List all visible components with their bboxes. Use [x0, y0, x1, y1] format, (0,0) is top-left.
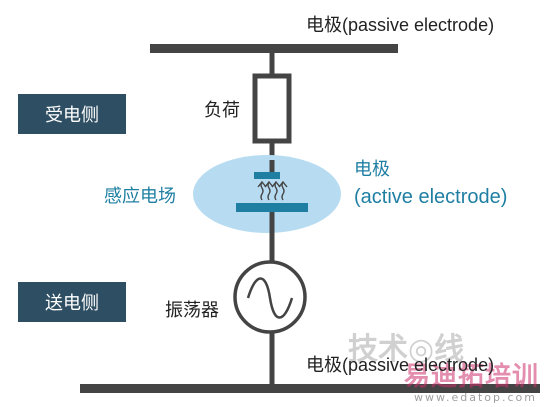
load-resistor [252, 73, 292, 144]
top-electrode-en: (passive electrode) [342, 15, 495, 35]
active-electrode-cn: 电极 [354, 159, 390, 180]
watermark-brand: 易迪拓培训 [404, 362, 540, 392]
field-arrows-icon [257, 180, 288, 201]
upper-plate [254, 172, 280, 179]
top-electrode-cn: 电极 [306, 15, 342, 36]
load-label: 负荷 [204, 100, 240, 121]
oscillator-label: 振荡器 [165, 300, 219, 321]
active-electrode-plate [236, 203, 308, 212]
sine-wave-icon [246, 277, 294, 319]
bottom-electrode-label: 电极(passive electrode) [306, 351, 494, 377]
top-passive-electrode-bar [150, 44, 398, 53]
bottom-electrode-en: (passive electrode) [342, 355, 495, 375]
induced-field-label: 感应电场 [104, 186, 176, 207]
active-electrode-en: (active electrode) [354, 186, 508, 208]
watermark-url: www.edatop.com [414, 391, 537, 404]
top-electrode-label: 电极(passive electrode) [306, 11, 494, 37]
receive-side-label: 受电侧 [18, 94, 126, 134]
watermark-title: 技术◎线 [348, 332, 465, 367]
bottom-passive-electrode-bar [80, 384, 540, 393]
induced-field-ellipse [193, 155, 341, 233]
bottom-electrode-cn: 电极 [306, 355, 342, 376]
send-side-label: 送电侧 [18, 282, 126, 322]
